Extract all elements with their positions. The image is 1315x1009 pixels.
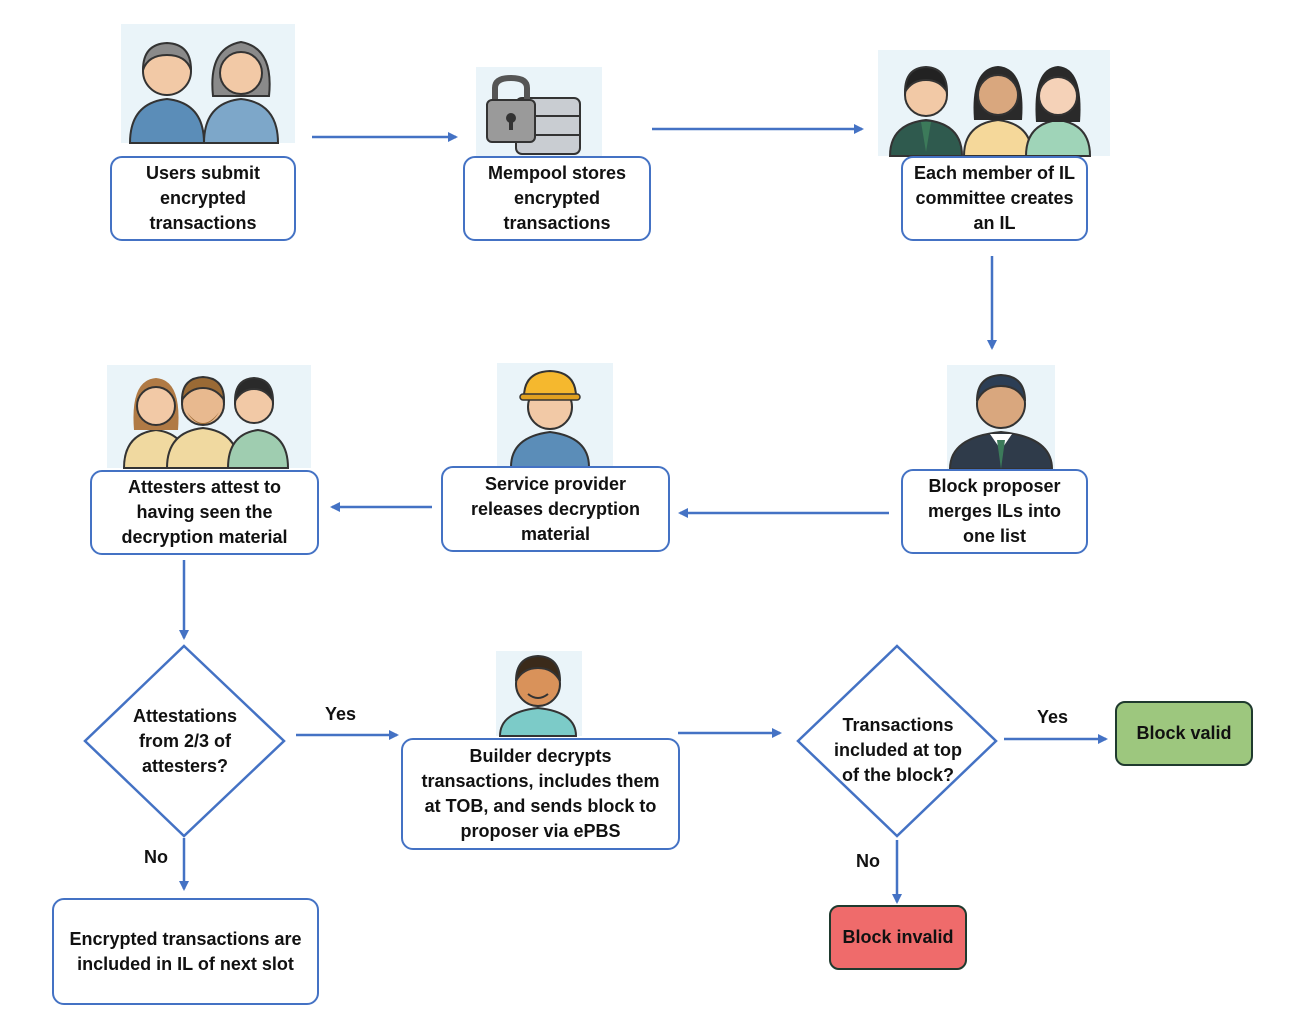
three-people-icon [878,50,1110,157]
il-committee-box: Each member of IL committee creates an I… [901,156,1088,241]
two-users-icon [121,24,295,144]
businessman-icon [947,365,1055,470]
next-slot-box: Encrypted transactions are included in I… [52,898,319,1005]
tob-no-label: No [856,851,880,871]
builder-box: Builder decrypts transactions, includes … [401,738,680,850]
users-submit-box: Users submit encrypted transactions [110,156,296,241]
attestations-decision-label: Attestations from 2/3 of attesters? [132,705,237,776]
attesters-box: Attesters attest to having seen the decr… [90,470,319,555]
tob-yes-label: Yes [1037,707,1069,727]
attestations-yes-label: Yes [325,704,357,724]
three-attesters-icon [107,365,311,469]
mempool-box: Mempool stores encrypted transactions [463,156,651,241]
block-invalid-box: Block invalid [829,905,967,970]
block-proposer-box: Block proposer merges ILs into one list [901,469,1088,554]
builder-person-icon [496,651,582,737]
worker-hardhat-icon [497,363,613,468]
tob-decision-label: Transactions included at top of the bloc… [834,714,962,785]
locked-database-icon [476,67,602,157]
tob-decision-diamond [796,644,998,838]
service-provider-box: Service provider releases decryption mat… [441,466,670,552]
attestations-decision-diamond [83,644,286,838]
block-valid-box: Block valid [1115,701,1253,766]
attestations-no-label: No [144,847,168,867]
